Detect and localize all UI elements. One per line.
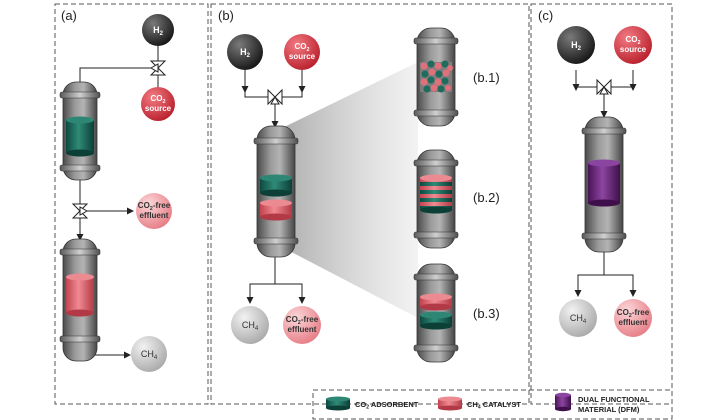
svg-text:CO2: CO2 xyxy=(625,35,640,46)
panel-a: H2 CO2 source CO2-free effluent CH4 xyxy=(59,14,175,372)
pipe xyxy=(249,283,303,300)
legend-item-dfm: DUAL FUNCTIONAL MATERIAL (DFM) xyxy=(555,392,650,414)
legend-item-catalyst: CH4 CATALYST xyxy=(438,396,521,411)
three-way-valve xyxy=(71,203,89,219)
catalyst-bed xyxy=(260,199,292,221)
three-way-valve xyxy=(149,60,167,76)
svg-text:source: source xyxy=(145,104,172,113)
legend-item-adsorbent: CO2 ADSORBENT xyxy=(326,396,419,411)
svg-text:CH4: CH4 xyxy=(242,320,259,332)
co2-source-circle: CO2 source xyxy=(141,87,175,121)
svg-text:CO2-free: CO2-free xyxy=(138,201,171,212)
ch4-circle: CH4 xyxy=(231,306,269,344)
co2-free-effluent-circle: CO2-free effluent xyxy=(283,306,321,344)
pipe xyxy=(611,70,634,88)
panel-b: H2 CO2 source CH4 CO2-free effluent xyxy=(227,27,500,363)
panel-c: H2 CO2 source CH4 CO2-free effluent xyxy=(557,26,652,337)
ch4-circle: CH4 xyxy=(131,336,167,372)
pipe xyxy=(79,67,151,86)
reactor-column xyxy=(59,238,101,362)
h2-circle: H2 xyxy=(227,34,263,70)
svg-text:CO2: CO2 xyxy=(150,94,165,105)
co2-source-circle: CO2 source xyxy=(284,34,320,70)
adsorbent-bed xyxy=(420,311,452,330)
svg-text:effluent: effluent xyxy=(288,325,317,334)
co2-free-effluent-circle: CO2-free effluent xyxy=(614,299,652,337)
svg-text:CH4 CATALYST: CH4 CATALYST xyxy=(467,400,521,411)
h2-circle: H2 xyxy=(557,26,595,64)
panel-label-c: (c) xyxy=(538,8,553,23)
svg-text:effluent: effluent xyxy=(140,211,169,220)
reactor-column xyxy=(581,116,627,253)
svg-text:MATERIAL (DFM): MATERIAL (DFM) xyxy=(578,405,640,414)
reactor-column-b2 xyxy=(413,149,459,249)
reactor-column-b3 xyxy=(413,263,459,363)
panel-c-border xyxy=(530,3,673,405)
panel-label-a: (a) xyxy=(61,8,77,23)
layered-bed xyxy=(420,174,452,214)
pipe xyxy=(244,70,268,98)
svg-text:H2: H2 xyxy=(153,25,164,37)
svg-text:CH4: CH4 xyxy=(141,349,158,361)
mixed-particle-bed xyxy=(420,60,453,93)
catalyst-bed xyxy=(420,293,452,311)
pipe xyxy=(577,274,634,293)
panel-a-border xyxy=(54,3,209,405)
panel-label-b: (b) xyxy=(218,8,234,23)
zoom-cone xyxy=(278,62,418,318)
legend: CO2 ADSORBENT CH4 CATALYST DUAL FUNCTION… xyxy=(312,389,673,420)
three-way-valve xyxy=(267,88,283,106)
catalyst-bed xyxy=(66,273,94,317)
adsorbent-bed xyxy=(260,174,292,197)
three-way-valve xyxy=(596,78,612,96)
svg-text:H2: H2 xyxy=(571,40,582,52)
reactor-column xyxy=(253,125,299,258)
legend-border xyxy=(312,389,673,420)
co2-free-effluent-circle: CO2-free effluent xyxy=(136,193,172,229)
svg-text:effluent: effluent xyxy=(619,318,648,327)
adsorbent-bed xyxy=(66,116,94,157)
co2-source-circle: CO2 source xyxy=(614,26,652,64)
pipe xyxy=(575,70,597,88)
sub-label-b2: (b.2) xyxy=(473,190,500,205)
svg-text:CO2-free: CO2-free xyxy=(286,315,319,326)
svg-text:H2: H2 xyxy=(240,47,251,59)
panel-b-border xyxy=(210,3,530,405)
reactor-column-b1 xyxy=(413,27,459,127)
svg-text:CO2 ADSORBENT: CO2 ADSORBENT xyxy=(355,400,419,411)
reactor-column xyxy=(59,81,101,181)
svg-text:CO2-free: CO2-free xyxy=(617,308,650,319)
svg-text:CO2: CO2 xyxy=(294,42,309,53)
svg-text:source: source xyxy=(289,52,316,61)
sub-label-b3: (b.3) xyxy=(473,306,500,321)
dfm-bed xyxy=(588,159,620,207)
pipe xyxy=(282,70,303,98)
svg-text:DUAL FUNCTIONAL: DUAL FUNCTIONAL xyxy=(578,395,650,404)
ch4-circle: CH4 xyxy=(559,299,597,337)
svg-text:CH4: CH4 xyxy=(570,313,587,325)
h2-circle: H2 xyxy=(142,14,174,46)
sub-label-b1: (b.1) xyxy=(473,70,500,85)
svg-text:source: source xyxy=(620,45,647,54)
